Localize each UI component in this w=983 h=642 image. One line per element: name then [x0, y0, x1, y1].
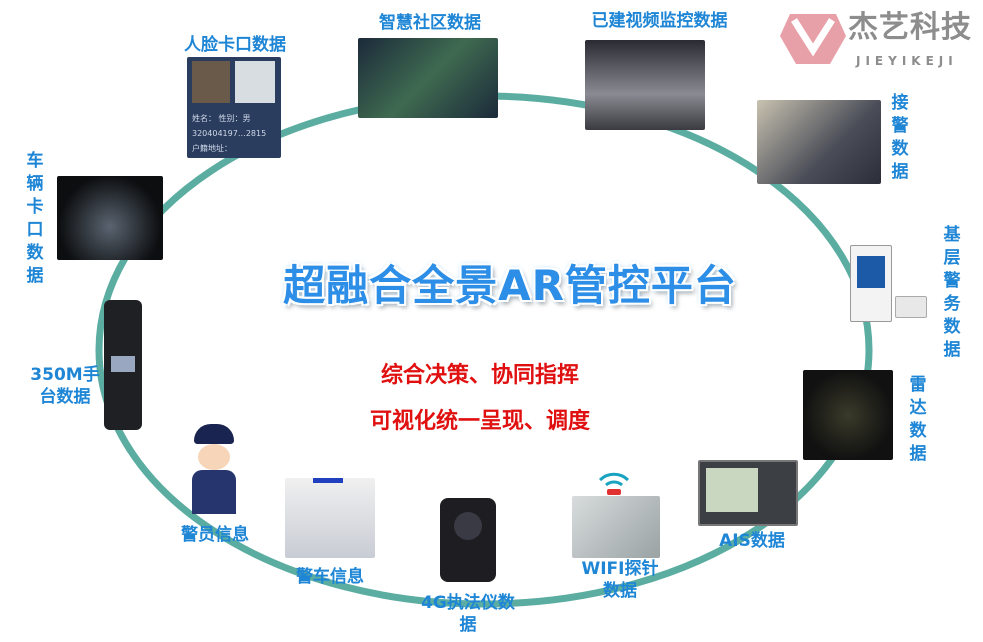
grassroots-image [850, 245, 892, 322]
vehicle-image [57, 176, 163, 260]
label-video: 已建视频监控数据 [591, 11, 728, 31]
radar-image [803, 370, 893, 460]
label-car: 警车信息 [296, 567, 364, 587]
subtitle-2: 可视化统一呈现、调度 [369, 408, 590, 434]
label-radio: 350M手台数据 [30, 365, 100, 407]
subtitle-1: 综合决策、协同指挥 [380, 362, 579, 388]
police-car-image [285, 478, 375, 558]
label-community: 智慧社区数据 [379, 13, 481, 33]
face-gender: 性别：男 [218, 114, 251, 123]
platform-title: 超融合全景AR管控平台 [283, 261, 737, 310]
face-name-label: 姓名： [192, 114, 216, 123]
police-officer-image [186, 424, 242, 514]
face-id-tail: 2815 [245, 129, 267, 138]
label-ais: AIS数据 [719, 531, 785, 551]
face-address-label: 户籍地址： [192, 144, 232, 153]
label-police: 警员信息 [181, 525, 249, 545]
label-grassroots: 基层警务数据 [943, 225, 961, 360]
recorder-image [440, 498, 496, 582]
logo-text: 杰艺科技 [848, 10, 972, 45]
reader-image [895, 296, 927, 318]
label-alarm: 接警数据 [891, 93, 909, 182]
alarm-image [757, 100, 881, 184]
ais-image [698, 460, 798, 526]
wifi-icon [598, 472, 630, 495]
radio-image [104, 300, 142, 430]
logo-pinyin: JIEYIKEJI [856, 54, 958, 68]
wifi-probe-image [572, 496, 660, 558]
face-card-image: 姓名： 性别：男 320404197…2815 户籍地址： [187, 57, 281, 158]
label-recorder: 4G执法仪数据 [421, 593, 515, 635]
label-vehicle: 车辆卡口数据 [26, 151, 44, 286]
video-image [585, 40, 705, 130]
community-image [358, 38, 498, 118]
face-id: 320404197 [192, 129, 238, 138]
logo-mark [780, 14, 846, 64]
label-radar: 雷达数据 [909, 375, 927, 464]
label-wifi: WIFI探针数据 [581, 559, 659, 601]
label-face: 人脸卡口数据 [184, 35, 286, 55]
